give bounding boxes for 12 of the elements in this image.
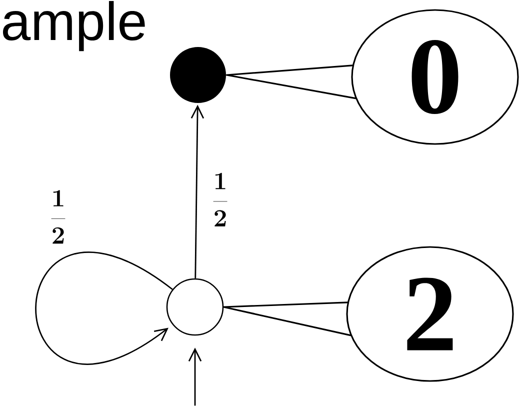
loop-arrow — [35, 252, 173, 365]
edge-label: $\frac{1}{2}$ — [213, 172, 228, 226]
callout-pointer — [222, 302, 352, 336]
callout-pointer — [226, 64, 356, 100]
arrow — [188, 348, 202, 406]
filled-dot — [170, 47, 226, 103]
callout-bubble: 2 — [346, 246, 514, 382]
callout-bubble: 0 — [351, 9, 519, 145]
arrow — [190, 104, 204, 278]
edge-label: $\frac{1}{2}$ — [51, 190, 66, 244]
open-circle — [166, 278, 224, 336]
heading-text: ample — [2, 1, 145, 52]
